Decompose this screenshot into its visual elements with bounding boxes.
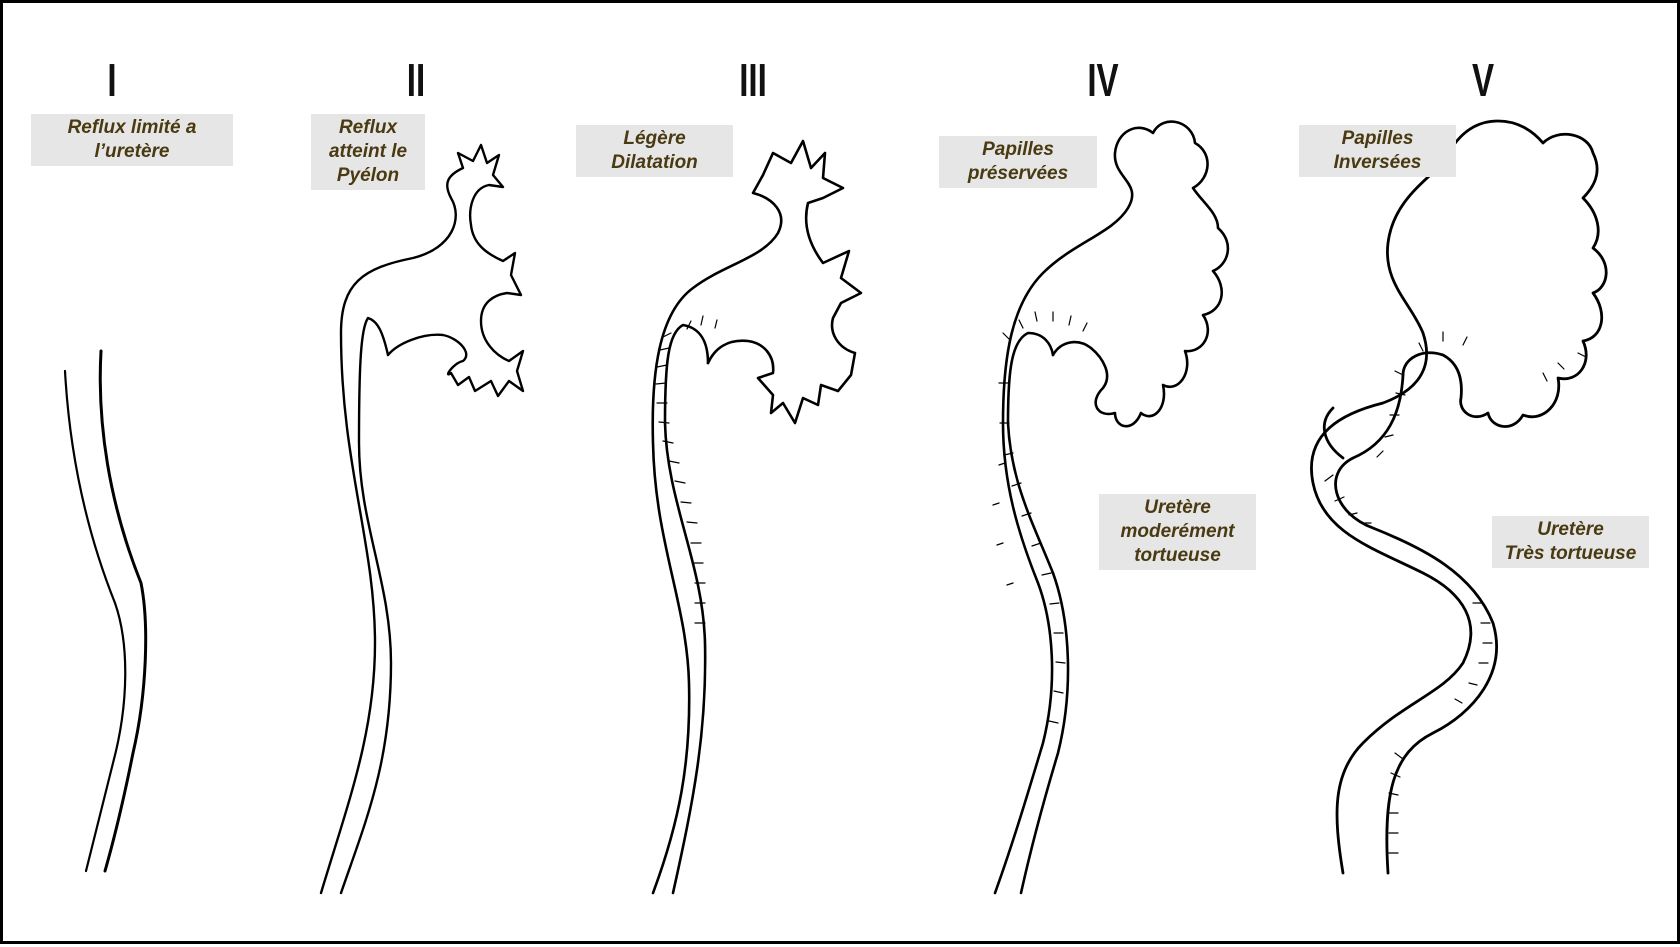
grade-label-5: V — [1471, 54, 1495, 106]
grade-4-papillae-description: Papilles préservées — [939, 136, 1097, 188]
grade-label-1: I — [107, 54, 117, 106]
grade-label-3: III — [739, 54, 767, 106]
reflux-grades-illustration — [63, 119, 1608, 895]
grade-4-ureter-pelvis — [992, 120, 1230, 895]
grade-1-description: Reflux limité a l’uretère — [31, 114, 233, 166]
grade-2-description: Reflux atteint le Pyélon — [311, 114, 425, 190]
grade-3-description: Légère Dilatation — [576, 125, 733, 177]
grade-4-ureter-description: Uretère moderément tortueuse — [1099, 494, 1256, 570]
grade-5-ureter-description: Uretère Très tortueuse — [1492, 516, 1649, 568]
grade-label-2: II — [406, 54, 426, 106]
grade-3-ureter-pelvis — [651, 139, 863, 895]
grade-5-papillae-description: Papilles Inversées — [1299, 125, 1456, 177]
grade-5-ureter-pelvis — [1310, 119, 1608, 875]
grade-2-ureter-pelvis — [319, 143, 525, 895]
grade-label-4: IV — [1087, 54, 1119, 106]
grade-1-ureter — [63, 349, 148, 873]
